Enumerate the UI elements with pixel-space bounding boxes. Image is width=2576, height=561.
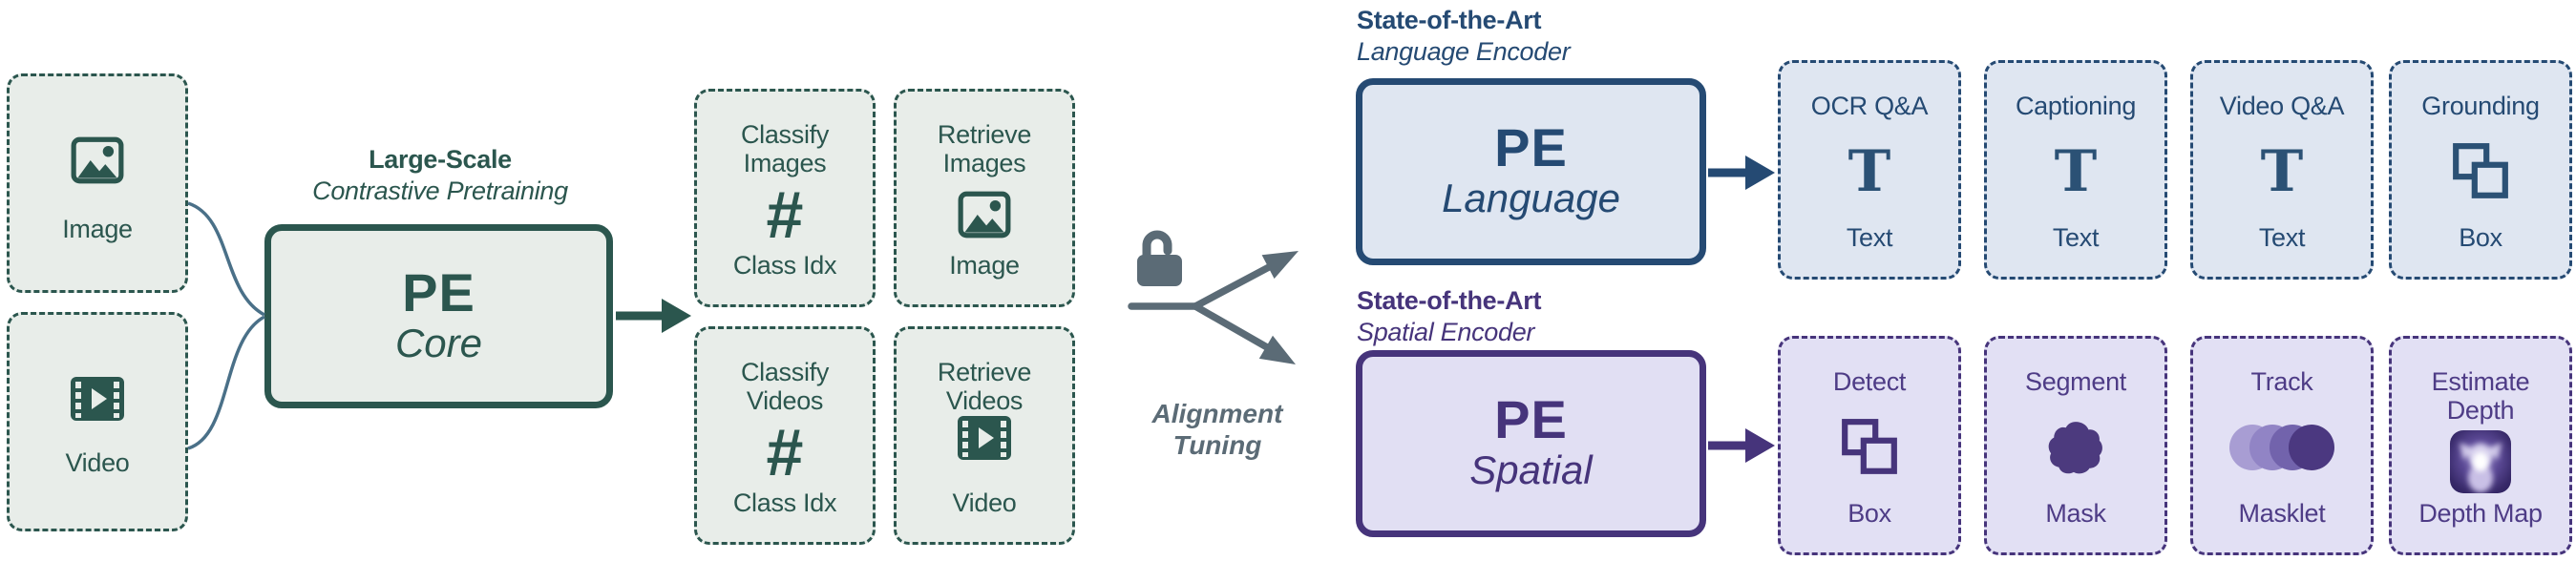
language-header-italic: Language Encoder — [1357, 37, 1571, 66]
task-title: Classify Images — [740, 120, 830, 177]
pe-core-title: PE — [402, 261, 475, 322]
language-output-arrow — [1708, 156, 1775, 190]
core-output-arrow — [616, 299, 691, 333]
video-icon — [70, 376, 125, 422]
alignment-tuning-label: Alignment Tuning — [1151, 399, 1283, 460]
task-title: Segment — [2025, 367, 2126, 396]
task-label: Video — [952, 488, 1017, 517]
pe-language-box: PE Language — [1356, 78, 1706, 265]
task-title: OCR Q&A — [1810, 92, 1929, 120]
hash-icon: # — [766, 177, 804, 252]
connector-image-to-core — [187, 201, 265, 317]
task-label: Text — [2258, 223, 2306, 252]
image-icon — [957, 177, 1012, 251]
task-title: Track — [2250, 367, 2313, 396]
spatial-header-italic: Spatial Encoder — [1357, 318, 1535, 346]
spatial-header: State-of-the-Art Spatial Encoder — [1357, 285, 1739, 348]
task-title: Retrieve Images — [937, 120, 1032, 177]
text-icon: T — [1848, 138, 1891, 205]
pretraining-header-bold: Large-Scale — [369, 145, 512, 174]
core-task-classify-videos: Classify Videos # Class Idx — [694, 326, 876, 545]
pe-language-subtitle: Language — [1442, 176, 1620, 220]
input-video-label: Video — [65, 448, 130, 477]
pe-language-title: PE — [1494, 117, 1568, 177]
spatial-task-segment: Segment Mask — [1984, 336, 2167, 555]
core-task-classify-images: Classify Images # Class Idx — [694, 89, 876, 307]
task-label: Depth Map — [2418, 499, 2543, 528]
task-label: Class Idx — [732, 251, 837, 280]
task-title: Captioning — [2015, 92, 2137, 120]
video-icon — [957, 415, 1012, 461]
language-header: State-of-the-Art Language Encoder — [1357, 5, 1739, 68]
box-overlap-icon — [2450, 120, 2511, 223]
spatial-task-estimate-depth: Estimate Depth — [2389, 336, 2572, 555]
spatial-output-arrow — [1708, 428, 1775, 463]
box-overlap-icon — [1839, 396, 1900, 499]
branch-arrows — [1128, 251, 1299, 364]
input-image-label: Image — [62, 215, 133, 243]
input-image-card: Image — [7, 73, 188, 293]
pe-core-box: PE Core — [264, 224, 613, 408]
pe-spatial-title: PE — [1494, 389, 1568, 449]
language-task-ocr-qa: OCR Q&A T Text — [1778, 60, 1961, 280]
task-title: Classify Videos — [740, 358, 830, 415]
task-title: Grounding — [2421, 92, 2540, 120]
task-label: Mask — [2045, 499, 2106, 528]
language-header-bold: State-of-the-Art — [1357, 6, 1542, 34]
unlock-icon — [1137, 230, 1182, 286]
task-title: Retrieve Videos — [937, 358, 1032, 415]
language-task-captioning: Captioning T Text — [1984, 60, 2167, 280]
input-video-card: Video — [7, 312, 188, 531]
spatial-task-detect: Detect Box — [1778, 336, 1961, 555]
connector-video-to-core — [187, 315, 265, 450]
task-label: Text — [2052, 223, 2100, 252]
pe-core-subtitle: Core — [394, 320, 483, 365]
core-task-retrieve-images: Retrieve Images Image — [894, 89, 1075, 307]
pe-spatial-box: PE Spatial — [1356, 350, 1706, 537]
task-title: Detect — [1832, 367, 1907, 396]
text-icon: T — [2260, 138, 2304, 205]
task-label: Box — [2459, 223, 2502, 252]
task-label: Class Idx — [732, 488, 837, 517]
pe-spatial-subtitle: Spatial — [1469, 447, 1593, 492]
depth-map-icon — [2450, 425, 2511, 499]
masklet-icon — [2228, 396, 2335, 499]
language-task-grounding: Grounding Box — [2389, 60, 2572, 280]
task-label: Image — [949, 251, 1020, 280]
core-task-retrieve-videos: Retrieve Videos Video — [894, 326, 1075, 545]
spatial-task-track: Track Masklet — [2190, 336, 2374, 555]
task-label: Text — [1846, 223, 1893, 252]
task-label: Box — [1848, 499, 1891, 528]
hash-icon: # — [766, 414, 804, 489]
pretraining-header-italic: Contrastive Pretraining — [312, 177, 568, 205]
text-icon: T — [2054, 138, 2098, 205]
spatial-header-bold: State-of-the-Art — [1357, 286, 1542, 315]
mask-icon — [2047, 396, 2104, 499]
image-icon — [70, 133, 125, 188]
task-title: Video Q&A — [2219, 92, 2345, 120]
task-title: Estimate Depth — [2431, 367, 2530, 425]
language-task-video-qa: Video Q&A T Text — [2190, 60, 2374, 280]
pretraining-header: Large-Scale Contrastive Pretraining — [264, 144, 616, 207]
task-label: Masklet — [2238, 499, 2326, 528]
